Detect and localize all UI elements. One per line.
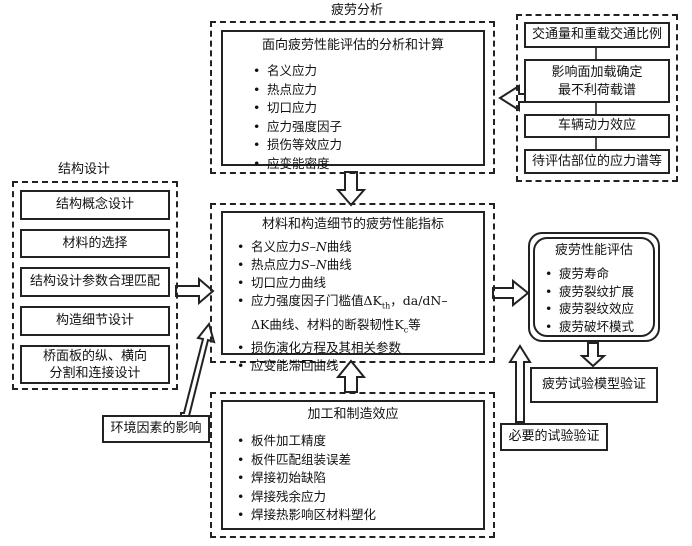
arrow-environment-to-index <box>180 321 216 417</box>
fatigue-evaluation-box: 疲劳性能评估 疲劳寿命 疲劳裂纹扩展 疲劳裂纹效应 疲劳破坏模式 <box>533 237 655 337</box>
index-item-text: 损伤演化方程及其相关参数 <box>251 340 402 355</box>
index-item-hotspot-sn: 热点应力S–N曲线 <box>237 256 448 274</box>
index-item-subscript: c <box>403 325 409 334</box>
evaluation-item: 疲劳裂纹效应 <box>545 300 634 318</box>
analysis-item: 应力强度因子 <box>253 118 342 137</box>
analysis-item: 切口应力 <box>253 99 342 118</box>
fatigue-analysis-label: 疲劳分析 <box>331 3 384 18</box>
index-item-nominal-sn: 名义应力S–N曲线 <box>237 238 448 256</box>
index-item-text: 应力强度因子门槛值ΔK <box>251 293 382 308</box>
fatigue-evaluation-list: 疲劳寿命 疲劳裂纹扩展 疲劳裂纹效应 疲劳破坏模式 <box>545 265 634 335</box>
index-item-text: ，da/dN– <box>390 293 448 308</box>
analysis-item: 热点应力 <box>253 81 342 100</box>
manufacturing-list: 板件加工精度 板件匹配组装误差 焊接初始缺陷 焊接残余应力 焊接热影响区材料塑化 <box>237 432 376 525</box>
evaluation-item: 疲劳寿命 <box>545 265 634 283</box>
analysis-list: 名义应力 热点应力 切口应力 应力强度因子 损伤等效应力 应变能密度 <box>253 62 342 174</box>
arrow-test-to-index <box>508 344 532 423</box>
analysis-item: 名义应力 <box>253 62 342 81</box>
influence-loading-box: 影响面加载确定 最不利荷载谱 <box>524 59 670 103</box>
environment-box: 环境因素的影响 <box>102 415 210 443</box>
index-item-damage: 损伤演化方程及其相关参数 <box>237 339 448 357</box>
analysis-item: 应变能密度 <box>253 155 342 174</box>
deck-division-line1: 桥面板的纵、横向 <box>42 349 147 364</box>
analysis-item: 损伤等效应力 <box>253 136 342 155</box>
index-item-threshold-cont: ΔK曲线、材料的断裂韧性Kc等 <box>237 316 448 340</box>
arrow-evaluation-to-verification <box>579 342 607 368</box>
index-item-notch: 切口应力曲线 <box>237 274 448 292</box>
arrow-index-to-evaluation <box>492 278 530 308</box>
index-item-hysteresis: 应变能滞回曲线 <box>237 357 448 375</box>
deck-division-box: 桥面板的纵、横向 分割和连接设计 <box>20 345 170 384</box>
deck-division-line2: 分割和连接设计 <box>49 366 141 381</box>
traffic-volume-box: 交通量和重载交通比例 <box>524 22 670 48</box>
index-item-threshold: 应力强度因子门槛值ΔKth，da/dN– <box>237 292 448 316</box>
concept-design-box: 结构概念设计 <box>20 190 170 220</box>
index-item-text: 切口应力曲线 <box>251 275 327 290</box>
index-item-symbol: N <box>315 239 327 254</box>
index-item-text: – <box>309 239 316 254</box>
influence-loading-line2: 最不利荷载谱 <box>557 83 636 98</box>
index-item-text: – <box>309 257 316 272</box>
parameter-matching-box: 结构设计参数合理匹配 <box>20 267 170 297</box>
model-verification-box: 疲劳试验模型验证 <box>530 367 658 403</box>
traffic-group <box>516 14 678 182</box>
manufacturing-group <box>210 392 495 538</box>
fatigue-index-list: 名义应力S–N曲线 热点应力S–N曲线 切口应力曲线 应力强度因子门槛值ΔKth… <box>237 238 448 375</box>
index-item-text: 等 <box>408 316 421 332</box>
arrow-analysis-to-index <box>335 171 367 207</box>
necessary-test-box: 必要的试验验证 <box>500 423 608 451</box>
index-item-text: 曲线 <box>326 239 352 254</box>
fatigue-index-title: 材料和构造细节的疲劳性能指标 <box>261 217 444 232</box>
analysis-box-title: 面向疲劳性能评估的分析和计算 <box>261 38 444 53</box>
index-item-symbol: N <box>315 257 327 272</box>
analysis-box: 面向疲劳性能评估的分析和计算 名义应力 热点应力 切口应力 应力强度因子 损伤等… <box>221 30 485 171</box>
fatigue-index-box: 材料和构造细节的疲劳性能指标 名义应力S–N曲线 热点应力S–N曲线 切口应力曲… <box>221 211 485 373</box>
manufacturing-item: 焊接热影响区材料塑化 <box>237 506 376 525</box>
material-selection-box: 材料的选择 <box>20 229 170 258</box>
evaluation-item: 疲劳破坏模式 <box>545 318 634 336</box>
index-item-text: 热点应力 <box>251 257 302 272</box>
manufacturing-item: 板件加工精度 <box>237 432 376 451</box>
stress-spectrum-box: 待评估部位的应力谱等 <box>524 149 670 174</box>
index-item-text: 应变能滞回曲线 <box>251 358 339 373</box>
influence-loading-line1: 影响面加载确定 <box>551 65 643 80</box>
index-item-symbol: S <box>301 239 310 254</box>
manufacturing-item: 焊接残余应力 <box>237 488 376 507</box>
arrow-design-to-index <box>175 276 215 306</box>
manufacturing-item: 板件匹配组装误差 <box>237 451 376 470</box>
index-item-subscript: th <box>381 301 391 311</box>
index-item-text: 名义应力 <box>251 239 302 254</box>
manufacturing-item: 焊接初始缺陷 <box>237 469 376 488</box>
evaluation-item: 疲劳裂纹扩展 <box>545 283 634 301</box>
structural-design-label: 结构设计 <box>58 162 111 177</box>
structural-design-group <box>12 181 178 390</box>
index-item-symbol: S <box>301 257 310 272</box>
vehicle-dynamic-box: 车辆动力效应 <box>524 114 670 138</box>
manufacturing-box: 加工和制造效应 板件加工精度 板件匹配组装误差 焊接初始缺陷 焊接残余应力 焊接… <box>221 400 485 530</box>
detail-design-box: 构造细节设计 <box>20 306 170 336</box>
fatigue-analysis-group <box>210 21 495 174</box>
manufacturing-title: 加工和制造效应 <box>307 407 399 422</box>
fatigue-evaluation-title: 疲劳性能评估 <box>554 243 633 258</box>
index-item-text: 曲线 <box>326 257 352 272</box>
index-item-text: ΔK曲线、材料的断裂韧性K <box>251 316 404 332</box>
